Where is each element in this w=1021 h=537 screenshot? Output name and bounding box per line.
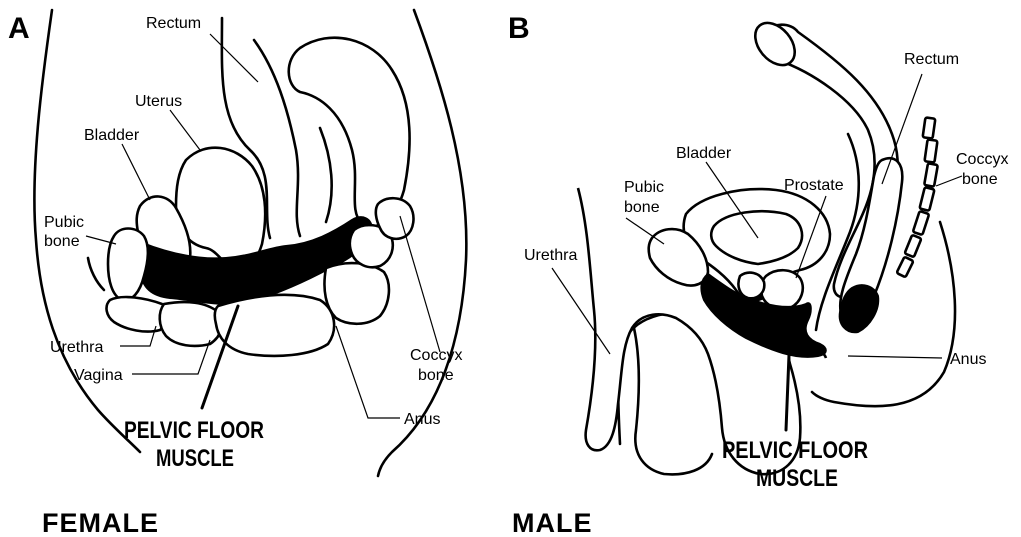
male-label-muscle-1: PELVIC FLOOR — [722, 437, 868, 464]
female-label-coccyx-2: bone — [418, 367, 454, 384]
male-label-muscle-2: MUSCLE — [756, 465, 838, 492]
female-label-bladder: Bladder — [84, 127, 140, 144]
panel-letter-b: B — [508, 12, 530, 45]
panel-male: B — [508, 12, 1008, 537]
female-label-vagina: Vagina — [74, 367, 123, 384]
female-label-coccyx-1: Coccyx — [410, 347, 462, 364]
female-leader-bladder — [122, 144, 150, 200]
female-abdominal-curve — [88, 258, 104, 290]
female-label-rectum: Rectum — [146, 15, 201, 32]
female-label-pubic-2: bone — [44, 233, 80, 250]
male-scrotum-inner — [634, 328, 712, 474]
male-label-coccyx-1: Coccyx — [956, 151, 1008, 168]
male-label-pubic-1: Pubic — [624, 179, 664, 196]
female-bowel-line-3 — [320, 128, 332, 222]
male-leader-anus — [848, 356, 942, 358]
female-label-pubic-1: Pubic — [44, 214, 84, 231]
female-label-anus: Anus — [404, 411, 440, 428]
male-label-bladder: Bladder — [676, 145, 732, 162]
male-sex-label: MALE — [512, 508, 593, 537]
male-prostate-lobe — [738, 273, 764, 299]
female-urethral-tissue — [107, 297, 168, 332]
panel-letter-a: A — [8, 12, 30, 45]
male-label-urethra: Urethra — [524, 247, 577, 264]
female-leader-coccyx — [400, 216, 440, 352]
male-label-prostate: Prostate — [784, 177, 844, 194]
male-label-pubic-2: bone — [624, 199, 660, 216]
female-label-muscle-2: MUSCLE — [156, 445, 234, 472]
female-vaginal-tissue — [160, 302, 222, 346]
female-leader-uterus — [170, 110, 200, 150]
female-sex-label: FEMALE — [42, 508, 159, 537]
female-coccyx-bone — [376, 198, 414, 239]
female-leader-rectum — [210, 34, 258, 82]
panel-female: A — [8, 10, 466, 537]
female-label-uterus: Uterus — [135, 93, 182, 110]
female-label-urethra: Urethra — [50, 339, 103, 356]
female-anal-sphincter — [324, 263, 388, 324]
female-leader-anus — [336, 326, 400, 418]
female-label-muscle-1: PELVIC FLOOR — [124, 417, 264, 444]
male-leader-coccyx — [936, 176, 962, 186]
male-label-rectum: Rectum — [904, 51, 959, 68]
male-label-coccyx-2: bone — [962, 171, 998, 188]
male-label-anus: Anus — [950, 351, 986, 368]
male-coccyx-bone — [897, 117, 938, 277]
female-pubic-bone — [108, 229, 148, 301]
